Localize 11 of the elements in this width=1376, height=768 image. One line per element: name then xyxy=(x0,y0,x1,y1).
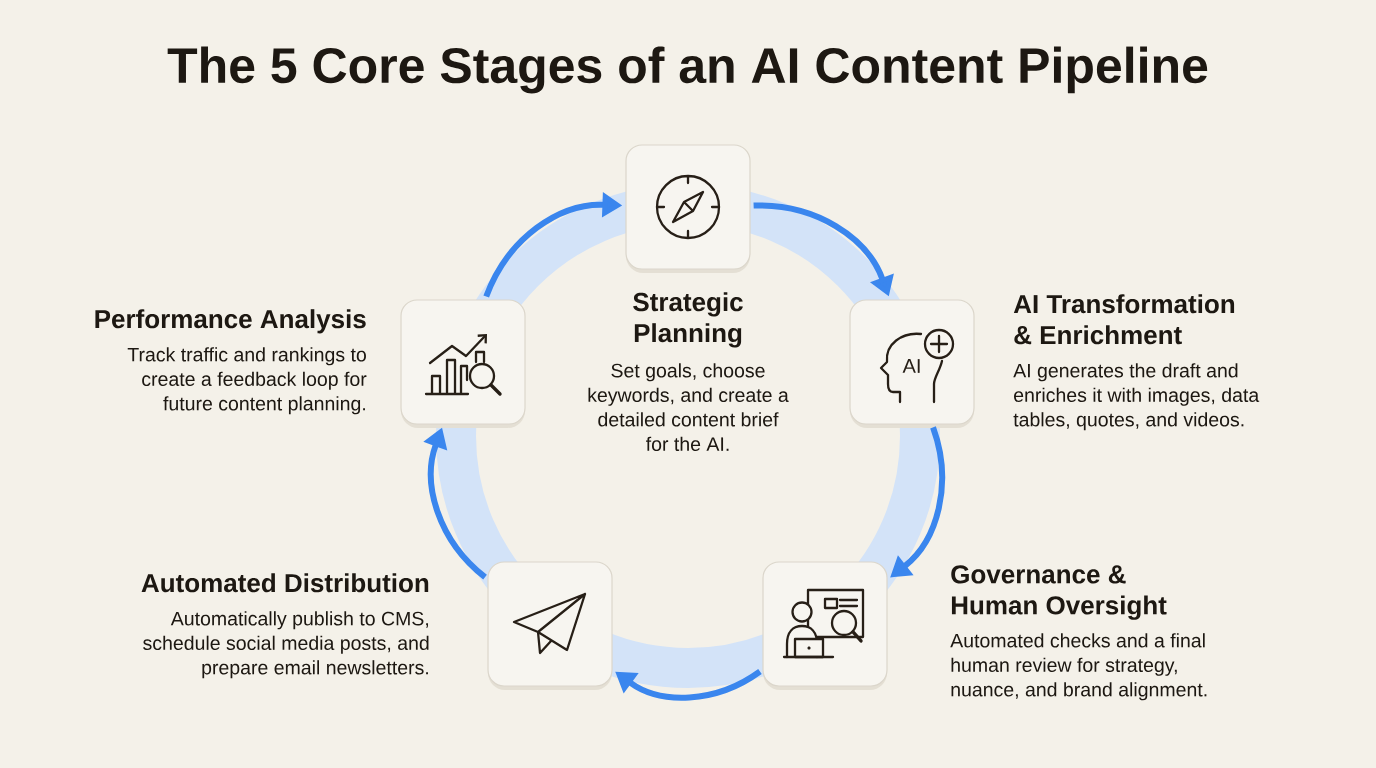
stage-heading: Governance & Human Oversight xyxy=(951,565,1167,620)
stage-heading: AI Transformation & Enrichment xyxy=(1013,294,1235,345)
stage-description: Automated checks and a final human review for strategy, nuance, and brand alignment. xyxy=(950,633,1207,701)
stage-description: AI generates the draft and enriches it with images, data tables, quotes, and videos. xyxy=(1013,363,1260,431)
stage-heading: Automated Distribution xyxy=(141,573,429,593)
title: The 5 Core Stages of an AI Content Pipeline xyxy=(167,46,1208,94)
stage-description: Set goals, choose keywords, and create a detailed content brief for the AI. xyxy=(588,363,789,451)
stage-description: Automatically publish to CMS, schedule social media posts, and prepare email newsletters. xyxy=(143,611,429,679)
stage-heading: Performance Analysis xyxy=(95,309,366,334)
stage-description: Track traffic and rankings to create a feedback loop for future content planning. xyxy=(127,347,367,415)
stage-heading: Strategic Planning xyxy=(633,292,743,348)
